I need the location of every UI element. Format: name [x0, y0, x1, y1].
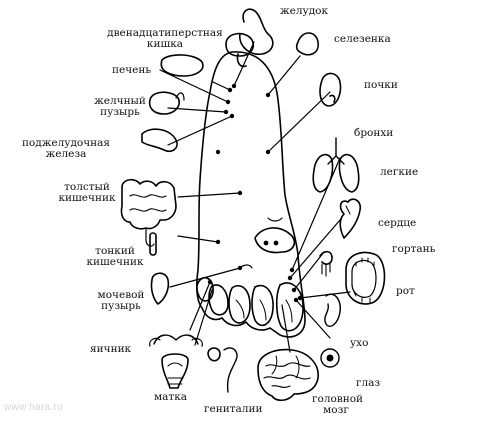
stomach-drawing	[239, 8, 274, 56]
foot-outline	[196, 51, 306, 338]
pancreas-drawing	[141, 128, 178, 153]
label-pancreas: поджелудочная железа	[21, 137, 111, 160]
label-bladder: мочевой пузырь	[97, 289, 145, 312]
genitals-drawing	[207, 347, 238, 393]
label-larynx: гортань	[392, 243, 436, 255]
lungs-drawing	[312, 137, 360, 193]
watermark: www.hara.ru	[4, 402, 63, 413]
label-spleen: селезенка	[334, 33, 391, 45]
label-mouth: рот	[396, 285, 415, 297]
label-duodenum: двенадцатиперстная кишка	[107, 27, 223, 50]
heart-drawing	[339, 198, 362, 239]
label-gallbladder: желчный пузырь	[94, 95, 146, 118]
label-small-intestine: тонкий кишечник	[86, 245, 144, 268]
label-kidneys: почки	[364, 79, 398, 91]
reflex-points	[207, 83, 303, 303]
label-bronchi: бронхи	[354, 127, 394, 139]
label-eye: глаз	[356, 377, 381, 389]
duodenum-drawing	[225, 32, 255, 68]
label-ovary: яичник	[90, 343, 132, 355]
brain-drawing	[257, 348, 319, 402]
eye-drawing	[320, 348, 340, 368]
label-heart: сердце	[378, 217, 417, 229]
label-uterus: матка	[154, 391, 188, 403]
kidneys-drawing	[319, 72, 342, 107]
mouth-drawing	[345, 251, 386, 305]
small-intestine-drawing	[149, 232, 157, 256]
ear-drawing	[324, 293, 341, 328]
pointer-lines	[159, 41, 351, 353]
sole-features	[239, 217, 296, 269]
spleen-drawing	[295, 32, 319, 56]
colon-drawing	[120, 178, 177, 247]
uterus-drawing	[161, 353, 189, 389]
label-brain: головной мозг	[312, 393, 364, 416]
label-stomach: желудок	[280, 5, 329, 17]
gallbladder-drawing	[148, 91, 185, 115]
label-colon: толстый кишечник	[58, 181, 116, 204]
label-lungs: легкие	[380, 166, 419, 178]
label-ear: ухо	[350, 337, 369, 349]
label-liver: печень	[112, 64, 152, 76]
liver-drawing	[160, 54, 204, 77]
larynx-drawing	[319, 250, 333, 277]
ovary-drawing	[149, 334, 203, 347]
toes	[196, 276, 304, 332]
bladder-drawing	[150, 272, 170, 305]
label-genitals: гениталии	[204, 403, 263, 415]
